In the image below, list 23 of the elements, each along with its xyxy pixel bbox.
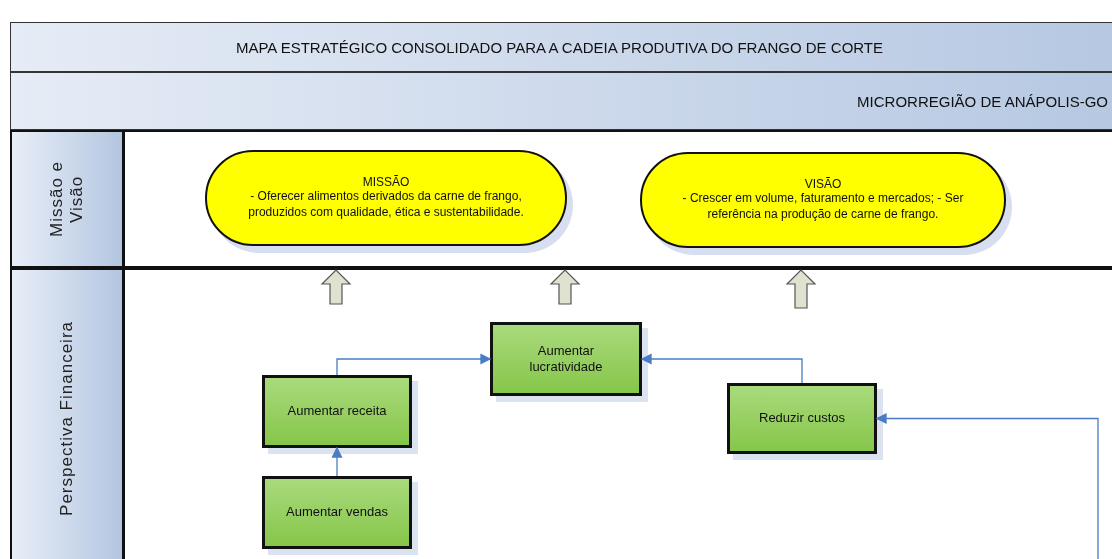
objective-label: Aumentar lucratividade — [528, 342, 604, 376]
connector-arrow — [875, 412, 1099, 559]
swimlane — [10, 268, 1112, 559]
block-arrow — [549, 269, 581, 305]
pill-text: - Crescer em volume, faturamento e mercados; - Ser referência na produção de carne de frango. — [681, 191, 965, 223]
pill-heading: MISSÃO — [362, 175, 410, 190]
objective-label: Reduzir custos — [759, 410, 845, 427]
lane-title: Perspectiva Financeira — [56, 320, 77, 516]
header-title: MAPA ESTRATÉGICO CONSOLIDADO PARA A CADEIA PRODUTIVA DO FRANGO DE CORTE — [235, 38, 884, 56]
pill-text: - Oferecer alimentos derivados da carne de frango, produzidos com qualidade, ética e sustentabilidade. — [247, 189, 525, 221]
header-title: MICRORREGIÃO DE ANÁPOLIS-GO — [857, 92, 1108, 110]
swimlane — [10, 130, 1112, 268]
lane-title: Missão e Visão — [46, 160, 87, 239]
objective-label: Aumentar receita — [287, 403, 387, 420]
connector-arrow — [640, 353, 803, 384]
block-arrow — [320, 269, 352, 305]
block-arrow — [785, 269, 817, 309]
objective-label: Aumentar vendas — [286, 504, 388, 521]
connector-arrow — [336, 353, 492, 376]
header-band — [10, 22, 1112, 72]
pill-heading: VISÃO — [804, 177, 842, 192]
header-band — [10, 72, 1112, 130]
connector-arrow — [331, 446, 343, 477]
